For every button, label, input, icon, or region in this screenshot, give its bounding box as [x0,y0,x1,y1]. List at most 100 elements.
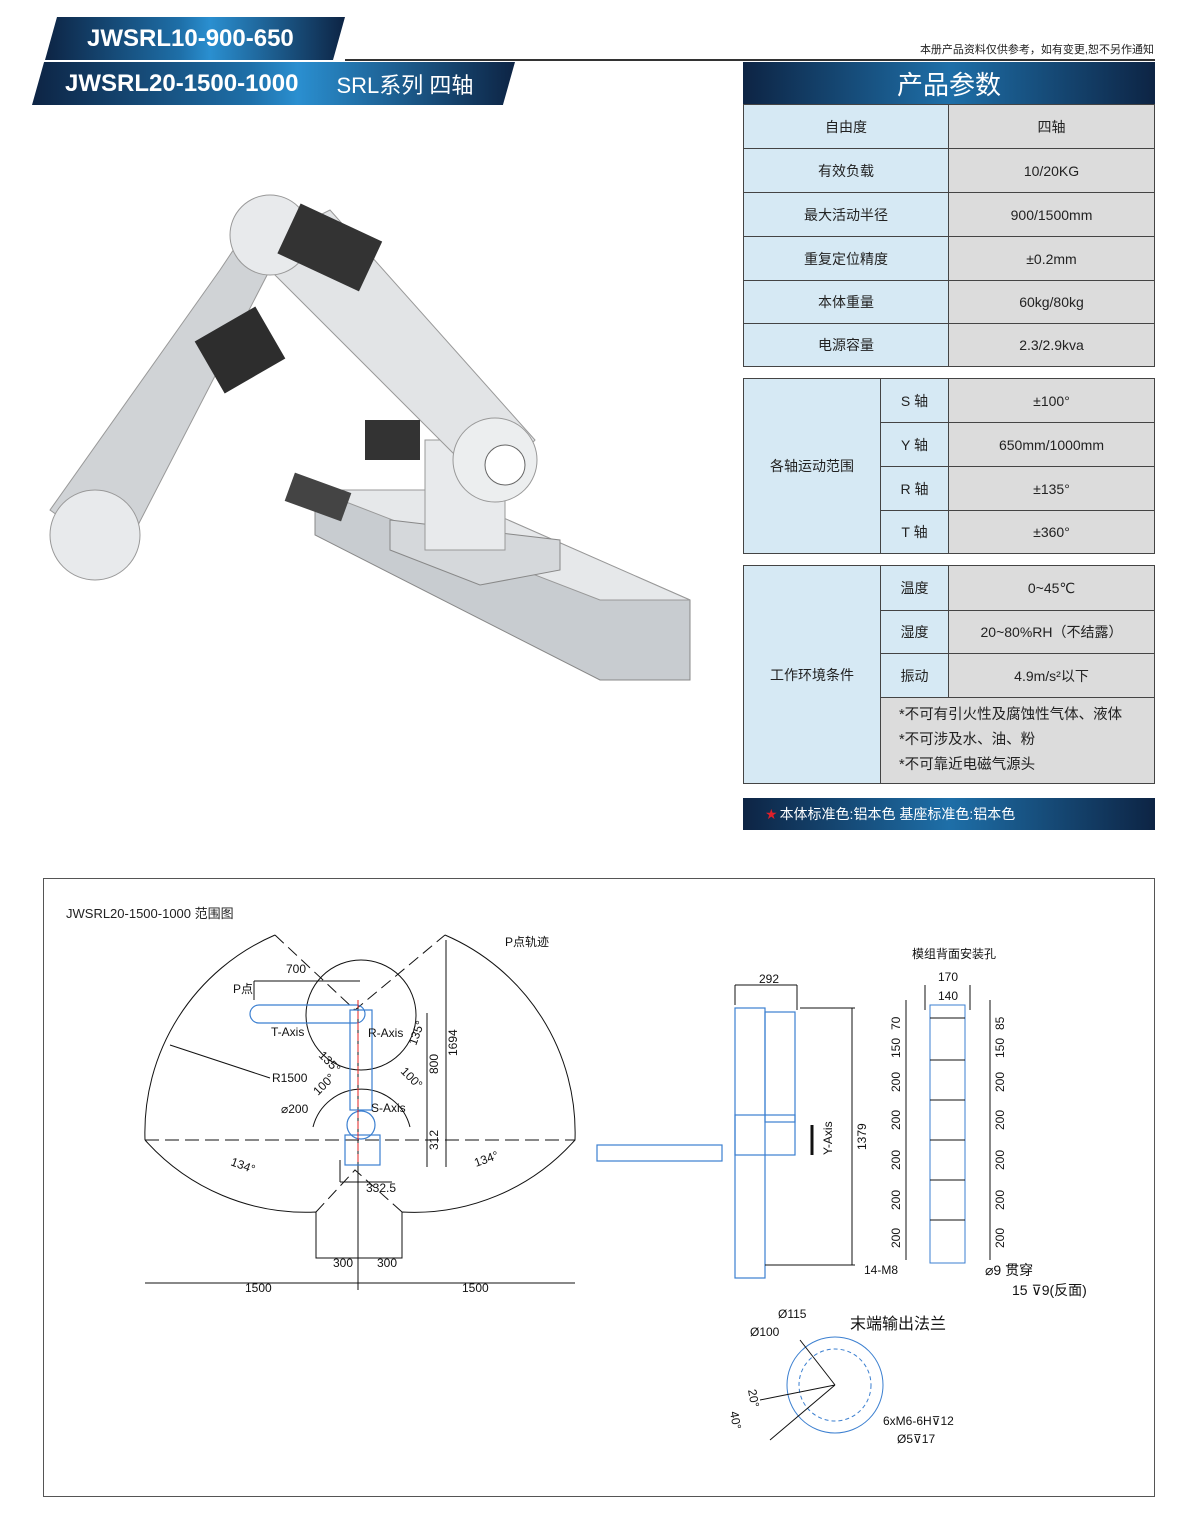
label: 140 [938,989,958,1003]
spec-label: 重复定位精度 [743,236,949,281]
label: 1500 [245,1281,272,1295]
spec-value: 60kg/80kg [948,280,1155,324]
model-banner-2: JWSRL20-1500-1000 SRL系列 四轴 [32,62,515,105]
table-row: *不可有引火性及腐蚀性气体、液体 *不可涉及水、油、粉 *不可靠近电磁气源头 [744,697,1155,784]
label: Ø115 [778,1307,807,1321]
label: 150 [993,1038,1007,1058]
model-name-1: JWSRL10-900-650 [87,24,294,52]
axis-label: T 轴 [880,510,949,554]
divider [345,59,1155,61]
env-note: *不可有引火性及腐蚀性气体、液体 [899,707,1123,723]
label: 20° [745,1388,762,1409]
label: 200 [993,1150,1007,1170]
spec-value: 四轴 [948,104,1155,149]
table-row: R 轴±135° [744,466,1155,511]
robot-outline-blue [249,1004,381,1166]
spec-title: 产品参数 [743,62,1155,104]
table-row: 自由度四轴 [743,104,1155,149]
back-view [905,985,991,1264]
axis-label: S 轴 [880,378,949,423]
spec-label: 最大活动半径 [743,192,949,237]
table-row: 重复定位精度±0.2mm [743,236,1155,281]
label: S-Axis [371,1101,406,1115]
label: 200 [889,1072,903,1092]
label: 200 [889,1150,903,1170]
label: P点 [233,982,253,996]
env-label: 温度 [880,565,949,611]
drawing-title: JWSRL20-1500-1000 范围图 [66,906,234,921]
color-note-bar: ★本体标准色:铝本色 基座标准色:铝本色 [743,798,1155,830]
axis-value: 650mm/1000mm [948,422,1155,467]
env-label: 湿度 [880,610,949,654]
label: 70 [889,1016,903,1030]
spec-value: 2.3/2.9kva [948,323,1155,367]
label: 1500 [462,1281,489,1295]
env-notes: *不可有引火性及腐蚀性气体、液体 *不可涉及水、油、粉 *不可靠近电磁气源头 [880,697,1155,784]
model-banner-1: JWSRL10-900-650 [45,17,345,60]
flange-view [759,1336,884,1441]
label: P点轨迹 [505,935,549,949]
label: 200 [993,1072,1007,1092]
drawing-frame [43,878,1155,1497]
color-note: 本体标准色:铝本色 基座标准色:铝本色 [779,806,1016,822]
env-label: 振动 [880,653,949,698]
label: Ø100 [750,1325,780,1339]
env-group-label: 工作环境条件 [743,565,881,784]
axis-value: ±360° [948,510,1155,554]
side-view [596,1007,796,1279]
label: 85 [993,1016,1007,1030]
label: Y-Axis [821,1121,835,1155]
label: 170 [938,970,958,984]
range-diagram [144,934,576,1290]
env-value: 0~45℃ [948,565,1155,611]
label: R1500 [272,1071,308,1085]
env-value: 4.9m/s²以下 [948,653,1155,698]
model-name-2: JWSRL20-1500-1000 [65,69,299,97]
label: 700 [286,962,306,976]
label: T-Axis [271,1025,304,1039]
env-note: *不可靠近电磁气源头 [899,757,1036,773]
label: 332.5 [366,1181,396,1195]
label: 200 [889,1228,903,1248]
label: 200 [993,1228,1007,1248]
spec-label: 自由度 [743,104,949,149]
series-label: SRL系列 四轴 [336,72,474,98]
label: 1694 [446,1029,460,1056]
label: 134° [229,1155,257,1177]
spec-label: 有效负载 [743,148,949,193]
label: 100° [398,1064,426,1092]
label: 150 [889,1038,903,1058]
env-note: *不可涉及水、油、粉 [899,732,1036,748]
label: 200 [889,1190,903,1210]
label: 1379 [855,1123,869,1150]
label: 300 [333,1256,353,1270]
axis-label: R 轴 [880,466,949,511]
label: Ø5⊽17 [897,1432,935,1446]
side-dims [734,984,855,1266]
axis-value: ±135° [948,466,1155,511]
star-icon: ★ [765,805,778,822]
table-row: T 轴±360° [744,510,1155,554]
spec-label: 电源容量 [743,323,949,367]
axis-group-label: 各轴运动范围 [743,378,881,554]
label: 14-M8 [864,1263,898,1277]
disclaimer: 本册产品资料仅供参考，如有变更,恕不另作通知 [919,44,1154,56]
label: 200 [993,1190,1007,1210]
axis-value: ±100° [948,378,1155,423]
spec-value: 10/20KG [948,148,1155,193]
robot-image [49,194,691,681]
label: R-Axis [368,1026,403,1040]
label: 200 [993,1110,1007,1130]
label: 40° [727,1410,744,1431]
label: 300 [377,1256,397,1270]
